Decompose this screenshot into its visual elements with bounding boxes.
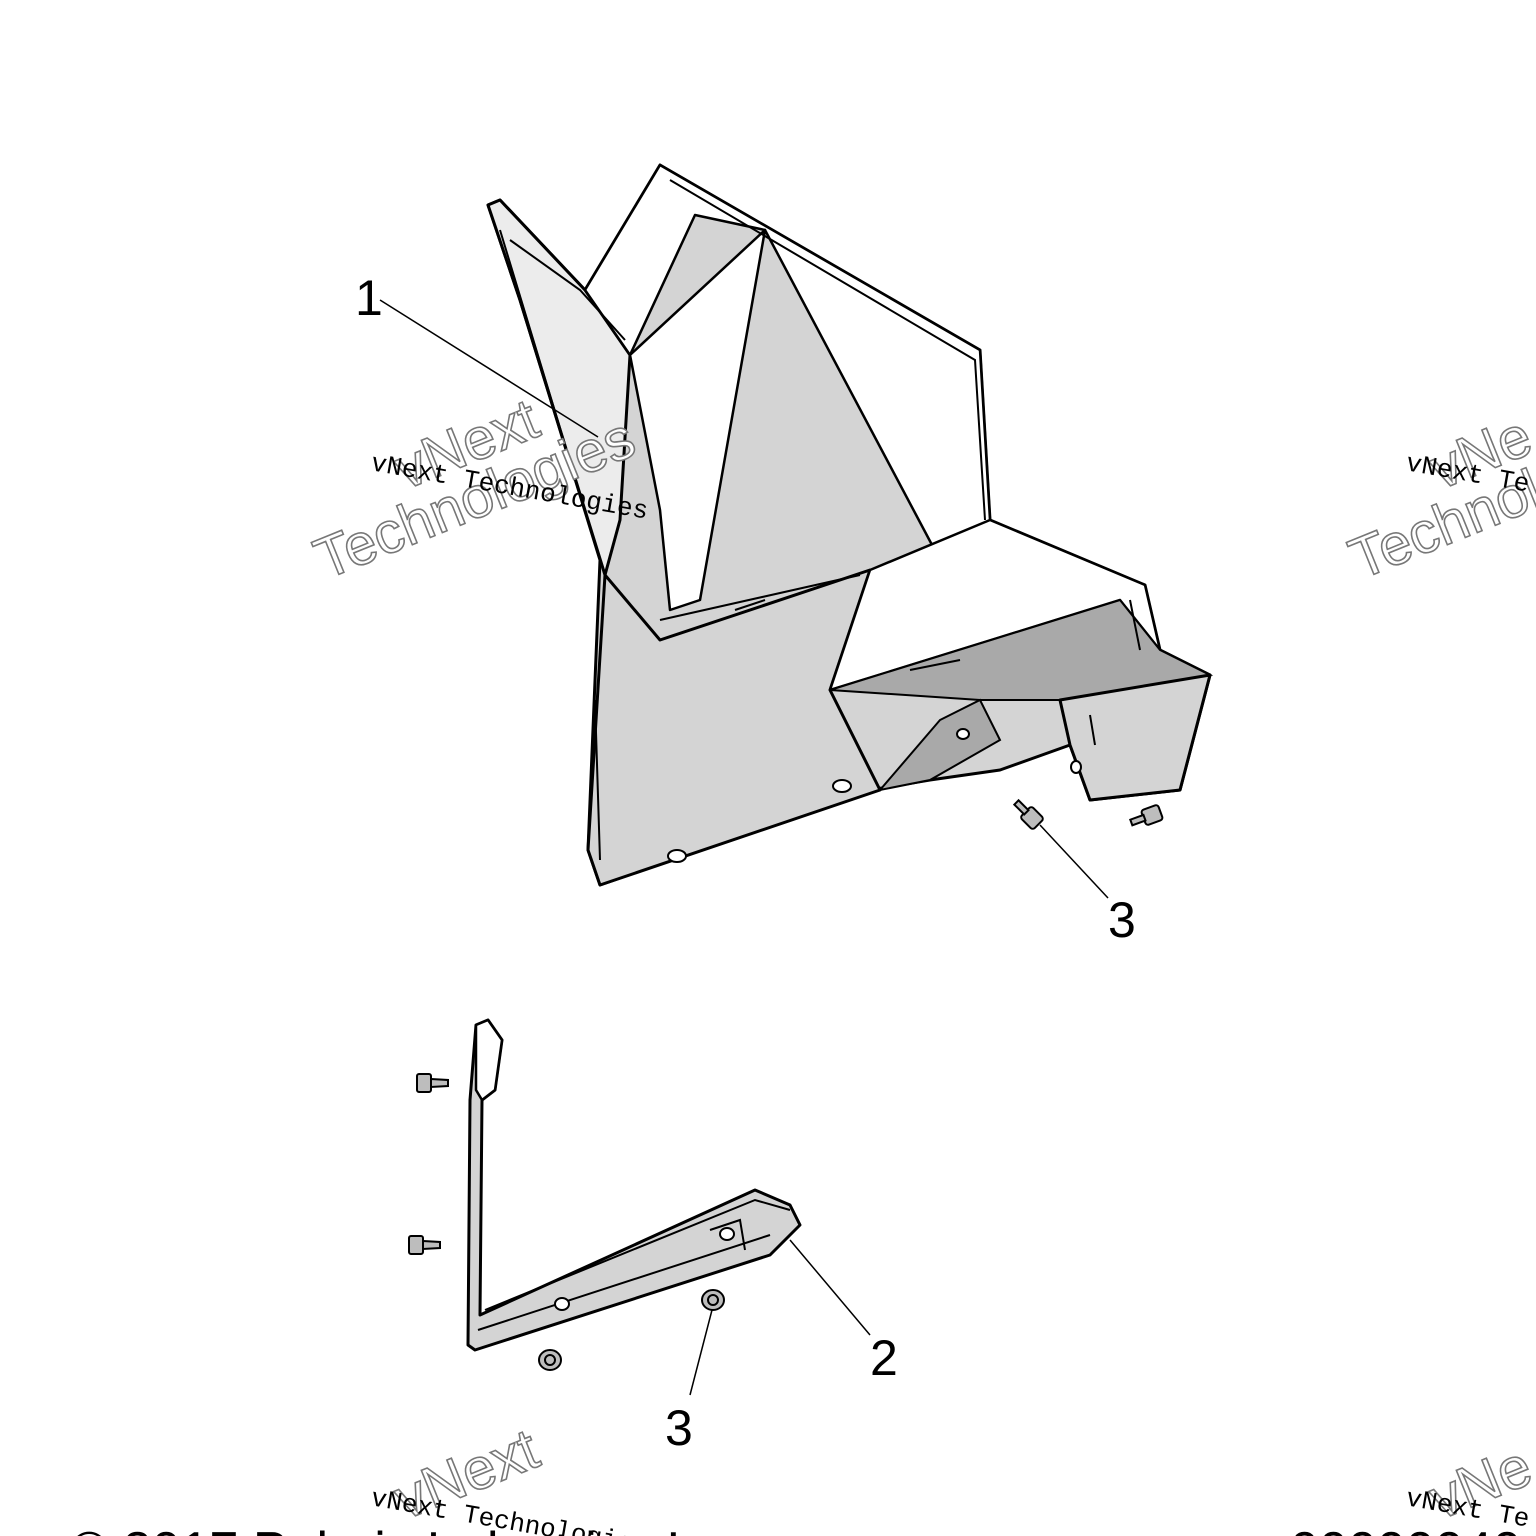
fastener-trim-upper [416, 1073, 449, 1093]
callout-part-1: 1 [355, 270, 383, 326]
footer-copyright: © 2017 Polaris Industries Inc. [70, 1522, 750, 1536]
leader-part-3-lower [689, 1309, 713, 1396]
side-panel-part-1 [486, 163, 1214, 887]
callout-part-3-upper: 3 [1108, 892, 1136, 948]
callout-part-3-lower: 3 [665, 1400, 693, 1456]
fastener-trim-lower [408, 1235, 441, 1255]
fastener-upper-right [1129, 804, 1164, 827]
fastener-nut-left [538, 1349, 562, 1371]
fastener-upper-left [1012, 798, 1044, 830]
leader-lines [379, 299, 1109, 1396]
trim-panel-part-2 [466, 1018, 802, 1352]
watermark-bottom: vNext vNext Technologies vNe vNext Te [369, 1415, 1536, 1536]
leader-part-2 [789, 1239, 871, 1336]
footer-code: 00000040 [1290, 1522, 1521, 1536]
callout-part-2: 2 [870, 1330, 898, 1386]
watermark-right: vNe Technolo vNext Te [1340, 402, 1536, 593]
leader-part-1 [379, 299, 599, 438]
leader-part-3-upper [1039, 824, 1109, 899]
fastener-nut-right [701, 1289, 725, 1311]
